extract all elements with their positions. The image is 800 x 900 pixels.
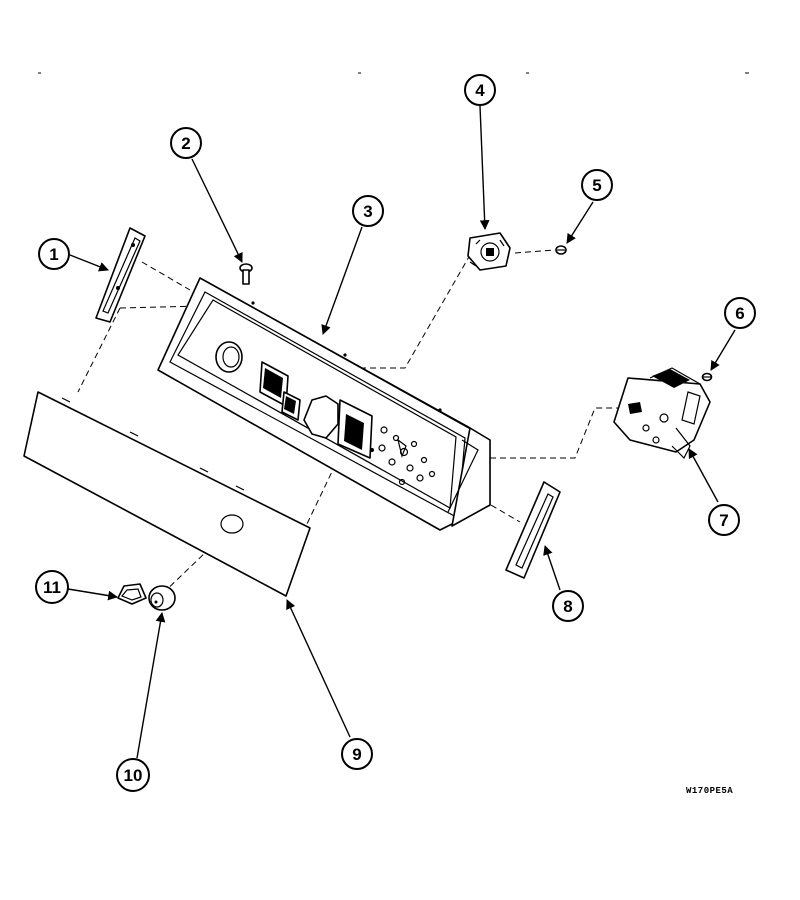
callout-3-label: 3 bbox=[363, 202, 372, 221]
callout-9-label: 9 bbox=[352, 745, 361, 764]
left-end-cap bbox=[95, 227, 146, 323]
callout-2-label: 2 bbox=[181, 134, 190, 153]
callout-1-label: 1 bbox=[49, 245, 58, 264]
small-screw-6 bbox=[701, 372, 713, 382]
callout-8-label: 8 bbox=[563, 597, 572, 616]
callout-8: 8 bbox=[552, 590, 584, 622]
knob bbox=[148, 585, 176, 611]
callout-7: 7 bbox=[708, 504, 740, 536]
callout-3: 3 bbox=[352, 195, 384, 227]
timer bbox=[613, 367, 711, 460]
callout-10-label: 10 bbox=[124, 766, 143, 785]
callout-1: 1 bbox=[38, 238, 70, 270]
callout-11-label: 11 bbox=[43, 578, 61, 597]
callout-6: 6 bbox=[724, 297, 756, 329]
drawing-code: W170PE5A bbox=[686, 786, 734, 796]
callout-5: 5 bbox=[581, 169, 613, 201]
callout-4-label: 4 bbox=[475, 81, 485, 100]
callout-2: 2 bbox=[170, 127, 202, 159]
callout-7-label: 7 bbox=[719, 511, 728, 530]
console-panel bbox=[157, 277, 491, 531]
knob-insert bbox=[117, 583, 147, 605]
callout-6-label: 6 bbox=[735, 304, 744, 323]
callout-9: 9 bbox=[341, 738, 373, 770]
control-panel-overlay bbox=[23, 391, 311, 597]
screw bbox=[239, 263, 253, 285]
callout-11: 11 bbox=[35, 570, 69, 604]
callout-4: 4 bbox=[464, 74, 496, 106]
leader-lines bbox=[67, 105, 736, 759]
callout-5-label: 5 bbox=[592, 176, 601, 195]
callout-10: 10 bbox=[116, 758, 150, 792]
selector-switch bbox=[467, 232, 511, 271]
right-end-cap bbox=[505, 481, 561, 579]
small-screw-5 bbox=[555, 245, 567, 255]
